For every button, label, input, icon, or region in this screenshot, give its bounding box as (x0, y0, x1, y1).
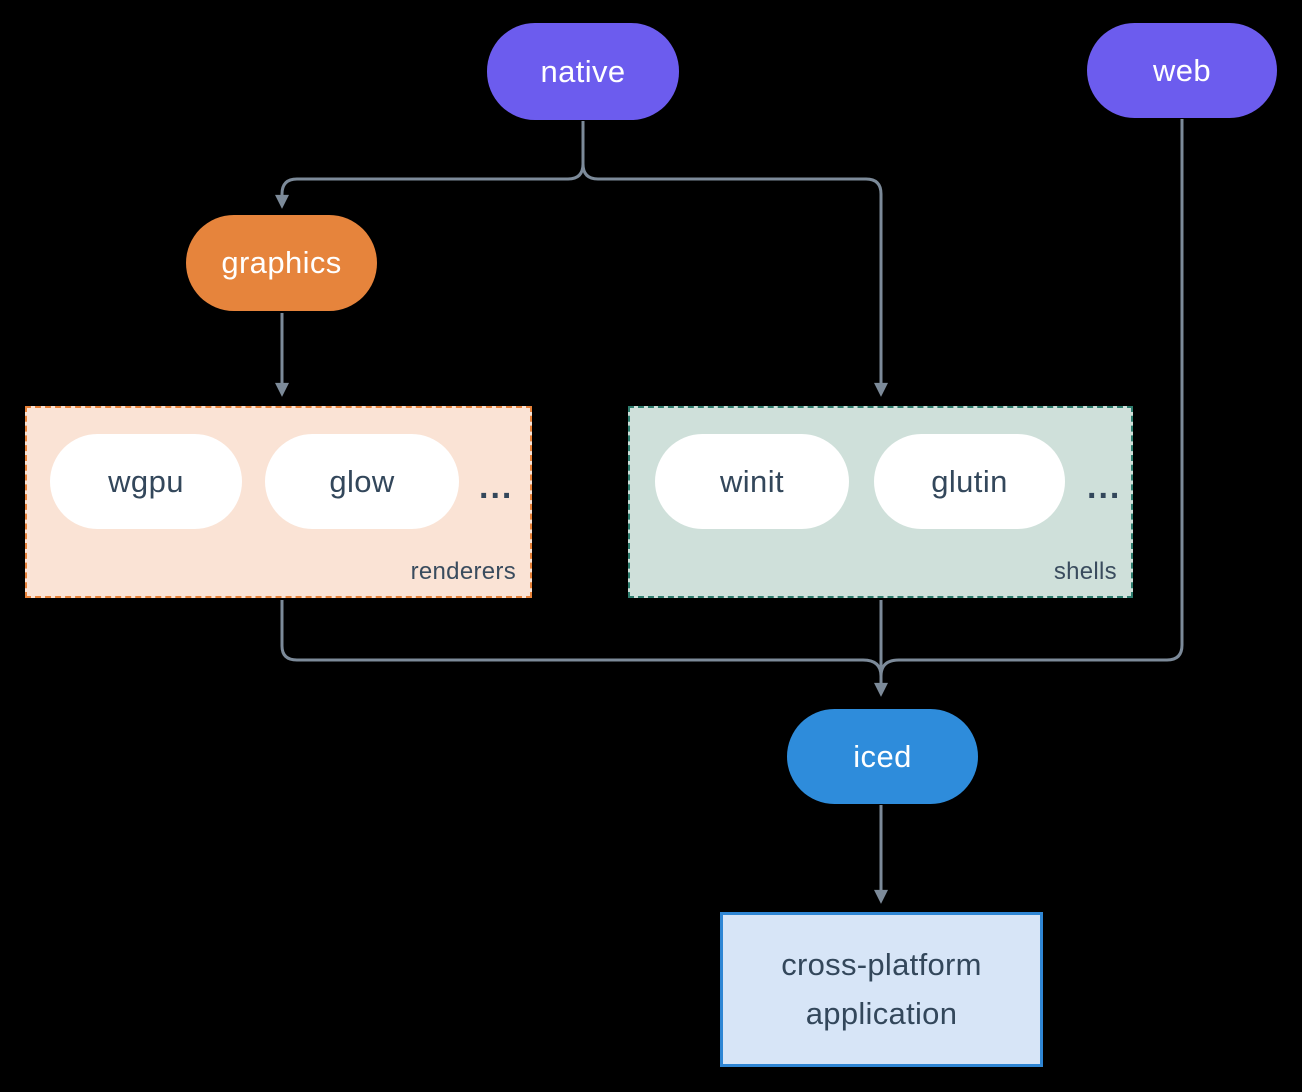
node-web: web (1087, 23, 1277, 118)
node-winit: winit (655, 434, 849, 529)
node-wgpu: wgpu (50, 434, 242, 529)
node-app-label: cross-platform application (781, 947, 982, 1031)
shells-group-label: shells (1053, 558, 1117, 585)
node-glutin: glutin (874, 434, 1065, 529)
renderers-group-label: renderers (410, 558, 516, 585)
node-graphics: graphics (186, 215, 377, 311)
edge-native-shells (581, 121, 888, 397)
node-iced: iced (787, 709, 978, 804)
node-cross-platform-application: cross-platform application (720, 912, 1043, 1067)
renderers-ellipsis: ... (479, 468, 514, 506)
node-glow-label: glow (329, 463, 395, 499)
node-native: native (487, 23, 679, 120)
group-renderers: wgpu glow ... renderers (25, 406, 532, 598)
node-iced-label: iced (853, 738, 912, 774)
edge-web-junction (879, 119, 1184, 677)
node-web-label: web (1152, 52, 1212, 88)
node-winit-label: winit (719, 463, 784, 499)
group-shells: winit glutin ... shells (628, 406, 1133, 598)
node-wgpu-label: wgpu (108, 463, 184, 499)
node-glow: glow (265, 434, 459, 529)
node-native-label: native (540, 53, 626, 89)
node-glutin-label: glutin (931, 463, 1008, 499)
shells-ellipsis: ... (1087, 468, 1122, 506)
edge-native-graphics (275, 121, 585, 209)
node-graphics-label: graphics (221, 245, 342, 280)
edge-renderers-junction (280, 600, 883, 677)
